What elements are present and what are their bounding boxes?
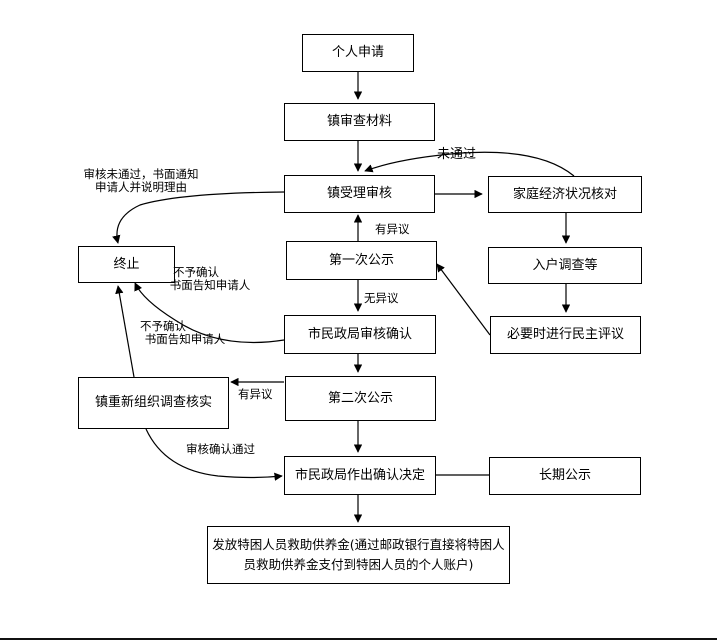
node-town-accept: 镇受理审核 — [284, 175, 435, 213]
node-apply: 个人申请 — [302, 34, 414, 72]
label-review-passed: 审核确认通过 — [186, 442, 255, 456]
node-city-confirm: 市民政局审核确认 — [284, 315, 436, 354]
label-review-fail: 审核未通过，书面通知 申请人并说明理由 — [60, 168, 222, 194]
arrow-reinvestigate-to-terminate — [115, 285, 135, 378]
arrow-eval-to-first — [436, 263, 491, 336]
node-city-decision: 市民政局作出确认决定 — [284, 456, 436, 495]
node-family-check: 家庭经济状况核对 — [488, 176, 642, 213]
node-town-review: 镇审查材料 — [284, 103, 435, 141]
node-first-notice: 第一次公示 — [286, 241, 437, 280]
label-not-confirm-b: 不予确认 书面告知申请人 — [130, 320, 240, 346]
arrow-accept-to-terminate — [112, 191, 285, 244]
node-home-survey: 入户调查等 — [488, 247, 642, 284]
label-review-fail-line2: 申请人并说明理由 — [95, 180, 187, 194]
label-not-confirm-a-line1: 不予确认 — [173, 265, 219, 279]
bottom-border-line — [0, 638, 717, 640]
label-not-confirm-a-line2: 书面告知申请人 — [169, 278, 251, 292]
label-objection-second: 有异议 — [238, 387, 273, 401]
node-civil-eval: 必要时进行民主评议 — [490, 316, 641, 354]
label-not-confirm-b-line1: 不予确认 — [140, 319, 186, 333]
label-objection-first: 有异议 — [375, 222, 410, 236]
arrow-family-not-passed — [364, 151, 575, 177]
label-not-passed: 未通过 — [437, 147, 477, 162]
label-not-confirm-a: 不予确认 书面告知申请人 — [155, 266, 265, 292]
arrow-reinvestigate-to-decision — [145, 428, 283, 481]
node-second-notice: 第二次公示 — [285, 376, 436, 421]
node-long-notice: 长期公示 — [489, 457, 641, 495]
label-no-objection: 无异议 — [364, 291, 399, 305]
node-payment: 发放特困人员救助供养金(通过邮政银行直接将特困人员救助供养金支付到特困人员的个人… — [207, 526, 510, 584]
node-town-reinvestigate: 镇重新组织调查核实 — [78, 377, 229, 429]
arrow-city-to-terminate — [134, 282, 285, 344]
node-terminate: 终止 — [78, 246, 175, 283]
label-review-fail-line1: 审核未通过，书面通知 — [83, 167, 199, 181]
label-not-confirm-b-line2: 书面告知申请人 — [144, 332, 226, 346]
